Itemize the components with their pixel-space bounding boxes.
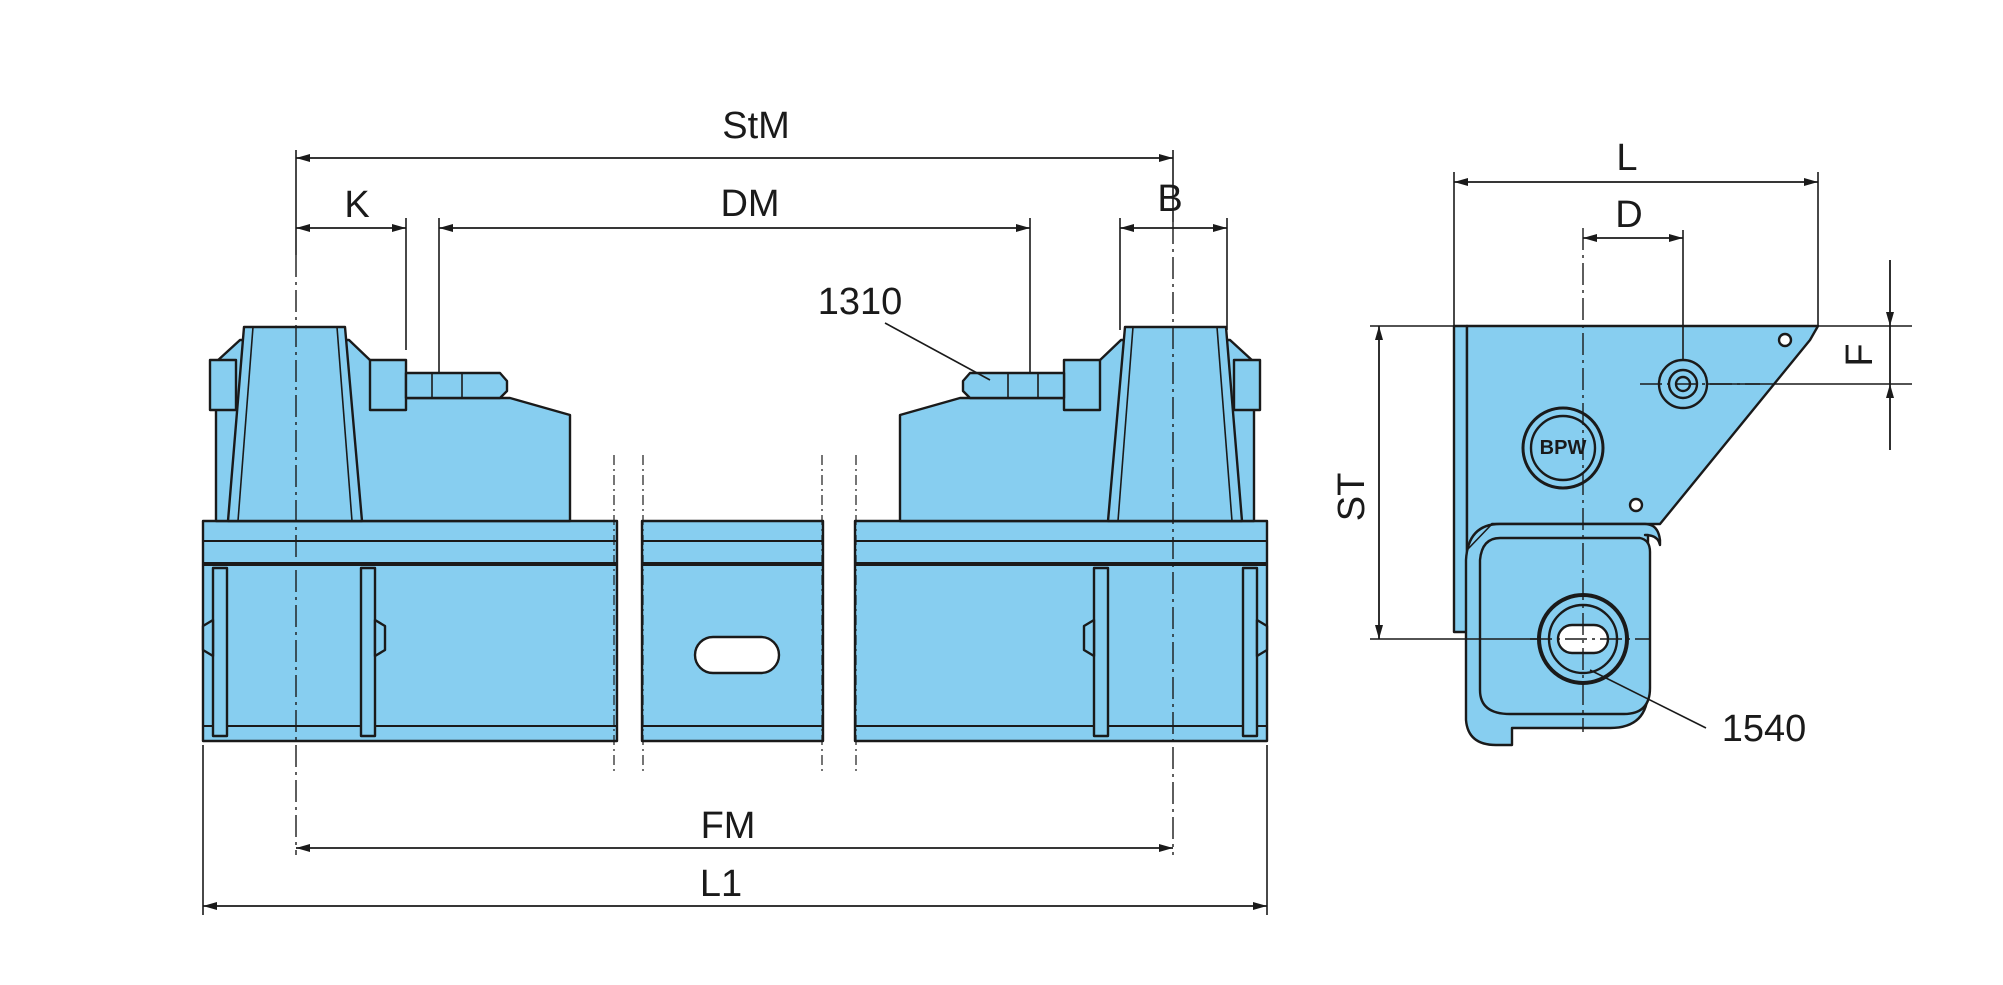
left-ribs <box>201 566 387 738</box>
dim-f-label: F <box>1839 343 1881 366</box>
dim-d-label: D <box>1615 194 1642 236</box>
dim-l1-label: L1 <box>700 863 742 905</box>
bracket-small-hole-top <box>1777 332 1793 348</box>
dim-stm-label: StM <box>722 105 790 147</box>
beam-slot <box>693 635 781 675</box>
bracket-small-hole-bottom <box>1628 497 1644 513</box>
dim-dm-label: DM <box>720 183 779 225</box>
callout-1540-leader <box>1589 669 1707 729</box>
dim-l-label: L <box>1616 137 1637 179</box>
callout-1540-label: 1540 <box>1722 708 1807 750</box>
callout-1310-label: 1310 <box>818 281 903 323</box>
dim-fm-label: FM <box>701 805 756 847</box>
bracket-plate <box>1465 324 1820 552</box>
callout-1310-leader <box>884 322 991 381</box>
bpw-logo-text: BPW <box>1540 437 1587 459</box>
dim-k-label: K <box>344 184 369 226</box>
bpw-logo: BPW <box>1521 406 1605 490</box>
front-view: StM K DM B 1310 FM L1 <box>201 105 1269 915</box>
right-ribs <box>1082 566 1269 738</box>
left-bearing-housing <box>208 325 572 523</box>
dim-b-label: B <box>1157 178 1182 220</box>
side-view: BPW L D F ST <box>1331 137 1912 750</box>
break-lines <box>613 455 857 775</box>
dim-st-label: ST <box>1331 473 1373 522</box>
right-bearing-housing <box>898 325 1262 523</box>
